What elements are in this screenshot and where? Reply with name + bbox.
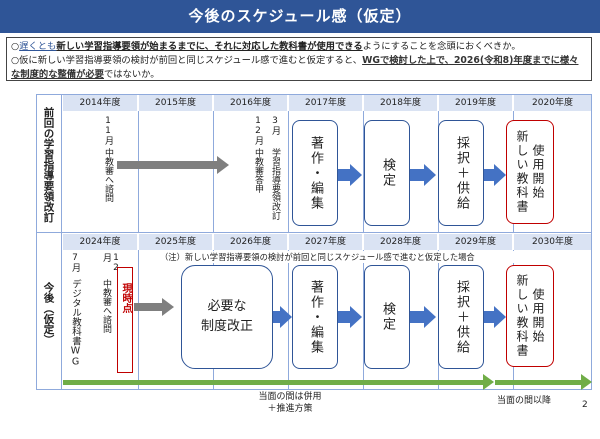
- col-divider: [363, 250, 364, 390]
- year-cell: 2015年度: [139, 95, 212, 111]
- col-divider: [138, 111, 139, 232]
- schedule-table: [36, 94, 592, 390]
- row-divider: [36, 232, 592, 233]
- col-divider: [138, 250, 139, 390]
- row1-event3-month: 3月: [270, 116, 280, 135]
- col-divider: [363, 111, 364, 232]
- row1-stage-edit: 著作・編集: [292, 120, 338, 226]
- row2-stage-adopt: 採択＋供給: [438, 265, 484, 369]
- year-cell: 2027年度: [289, 234, 362, 250]
- row1-event1-text: 中教審へ諮問: [103, 148, 113, 202]
- reform-stage: 必要な 制度改正: [181, 265, 273, 369]
- col-divider: [288, 111, 289, 232]
- note-line-1: ○遅くとも新しい学習指導要領が始まるまでに、それに対応した教科書が使用できるよう…: [11, 41, 521, 52]
- bottom-left-label: 当面の間は併用 ＋推進方策: [258, 392, 322, 414]
- year-cell: 2026年度: [214, 234, 287, 250]
- year-cell: 2019年度: [439, 95, 512, 111]
- year-cell: 2028年度: [364, 234, 437, 250]
- row2-stage-edit: 著作・編集: [292, 265, 338, 369]
- row2-stage-start: 新しい教科書使用開始: [506, 265, 554, 367]
- year-cell: 2017年度: [289, 95, 362, 111]
- year-cell: 2024年度: [63, 234, 137, 250]
- year-cell: 2030年度: [514, 234, 591, 250]
- row2-event1-text: デジタル教科書WG: [70, 279, 81, 368]
- row1-stage-adopt: 採択＋供給: [438, 120, 484, 226]
- row1-event3-text: 学習指導要領改訂: [270, 148, 280, 220]
- row2-stage-check: 検定: [364, 265, 410, 369]
- year-cell: 2020年度: [514, 95, 591, 111]
- row1-stage-start: 新しい教科書使用開始: [506, 120, 554, 224]
- row1-stage-check: 検定: [364, 120, 410, 226]
- row2-label: 今後（仮定）: [42, 281, 55, 345]
- col-divider: [213, 111, 214, 232]
- page-title: 今後のスケジュール感（仮定）: [0, 0, 600, 33]
- row-label-column: [36, 94, 62, 390]
- row1-event2-month: 12月: [253, 116, 263, 145]
- row2-event2-month: 12月: [101, 253, 121, 273]
- year-cell: 2025年度: [139, 234, 212, 250]
- year-cell: 2029年度: [439, 234, 512, 250]
- row1-label: 前回の学習指導要領改訂: [42, 106, 55, 223]
- row1-event1-month: 11月: [103, 116, 113, 145]
- notes-box: ○遅くとも新しい学習指導要領が始まるまでに、それに対応した教科書が使用できるよう…: [6, 37, 592, 81]
- now-label: 現時点: [120, 283, 131, 313]
- year-cell: 2018年度: [364, 95, 437, 111]
- note-line-2: ○仮に新しい学習指導要領の検討が前回と同じスケジュール感で進むと仮定すると、WG…: [11, 55, 579, 80]
- page-number: 2: [582, 400, 588, 410]
- row1-event2-text: 中教審答申: [253, 148, 263, 193]
- row2-event2-text: 中教審へ諮問: [101, 279, 111, 333]
- row2-event1-month: 7月: [70, 253, 80, 272]
- year-cell: 2014年度: [63, 95, 137, 111]
- now-marker: [117, 267, 133, 373]
- year-cell: 2016年度: [214, 95, 287, 111]
- bottom-right-label: 当面の間以降: [497, 396, 552, 406]
- assumption-note: （注）新しい学習指導要領の検討が前回と同じスケジュール感で進むと仮定した場合: [160, 251, 590, 263]
